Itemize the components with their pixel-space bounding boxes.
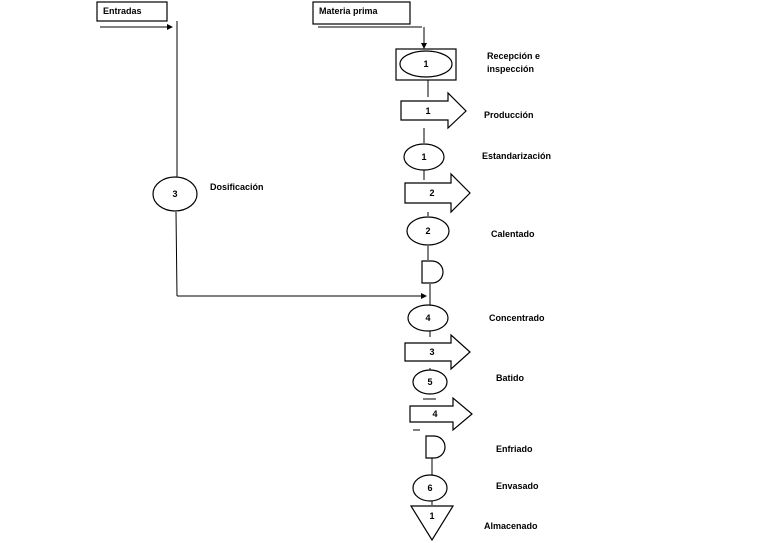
step-almacenado: 1 Almacenado [409, 505, 538, 542]
entradas-box: Entradas [96, 1, 168, 22]
step-number: 4 [425, 313, 430, 323]
step-number: 1 [425, 106, 430, 116]
step-number: 3 [172, 189, 177, 199]
materia-prima-label: Materia prima [319, 6, 379, 16]
step-number: 2 [429, 188, 434, 198]
step-produccion: 1 Producción [400, 91, 534, 130]
step-label: Envasado [496, 481, 539, 491]
step-number: 2 [425, 226, 430, 236]
step-label: Estandarización [482, 151, 551, 161]
step-number: 5 [427, 377, 432, 387]
step-number: 3 [429, 347, 434, 357]
step-concentrado: 4 Concentrado [407, 304, 545, 332]
entradas-label: Entradas [103, 6, 142, 16]
materia-prima-box: Materia prima [312, 1, 411, 25]
step-recepcion-inspeccion: 1 Recepción e inspección [395, 48, 540, 81]
step-transport-3: 3 [404, 333, 471, 371]
transport-arrow [400, 91, 467, 130]
step-number: 1 [423, 59, 428, 69]
operation-circle [152, 176, 198, 212]
step-label: Recepción e [487, 51, 540, 61]
step-enfriado: Enfriado [425, 435, 533, 459]
operation-circle [407, 304, 449, 332]
step-label: Dosificación [210, 182, 264, 192]
delay-symbol [421, 260, 444, 284]
step-number: 1 [421, 152, 426, 162]
step-envasado: 6 Envasado [412, 474, 539, 502]
operation-circle [412, 369, 448, 395]
step-label: Batido [496, 373, 525, 383]
step-estandarizacion: 1 Estandarización [403, 143, 551, 171]
transport-arrow [404, 172, 471, 214]
step-label: Almacenado [484, 521, 538, 531]
dosificacion-down-line [175, 211, 178, 297]
transport-arrow [404, 333, 471, 371]
operation-circle [399, 50, 453, 78]
transport-arrow [409, 396, 473, 432]
step-batido: 5 Batido [412, 369, 525, 395]
delay-symbol [425, 435, 446, 459]
operation-circle [412, 474, 448, 502]
operation-circle [406, 216, 450, 246]
operation-circle [403, 143, 445, 171]
step-label: Producción [484, 110, 534, 120]
step-number: 1 [429, 511, 434, 521]
step-label: inspección [487, 64, 534, 74]
storage-triangle [409, 505, 455, 542]
step-number: 6 [427, 483, 432, 493]
step-label: Enfriado [496, 444, 533, 454]
step-transport-4: 4 [409, 396, 473, 432]
step-dosificacion: 3 Dosificación [152, 176, 264, 212]
step-number: 4 [432, 409, 437, 419]
step-calentado: 2 Calentado [406, 216, 535, 246]
step-transport-2: 2 [404, 172, 471, 214]
step-label: Calentado [491, 229, 535, 239]
step-label: Concentrado [489, 313, 545, 323]
